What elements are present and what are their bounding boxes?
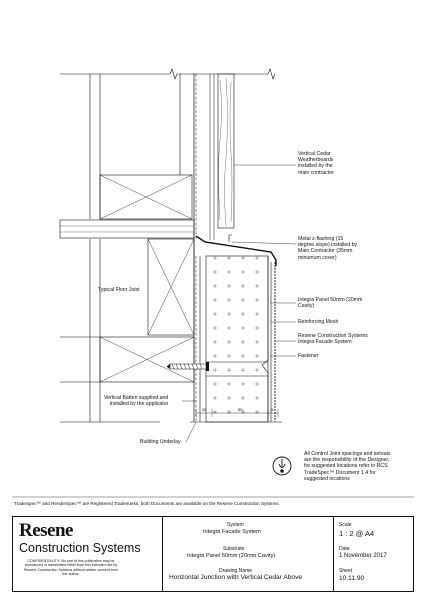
substrate-label: Substrate (223, 546, 245, 552)
floor-plate (59, 219, 195, 239)
dimension-line (195, 409, 279, 417)
divider (333, 517, 334, 591)
integra-panel (205, 255, 276, 423)
label-underlay: Building Underlay (140, 439, 181, 445)
upper-framing (89, 74, 193, 220)
trademark-notice: TradeSpec™ and RenderSpec™ are Registere… (14, 501, 279, 506)
label-batten: Vertical Batten supplied and installed b… (104, 395, 169, 408)
upper-cavity (209, 74, 215, 240)
z-flashing (195, 235, 277, 266)
divider (162, 517, 163, 591)
note-icon (272, 456, 292, 476)
label-flashing: Metal z-flashing (15 degree slope) insta… (298, 236, 358, 261)
label-panel: Integra Panel 50mm (20mm Cavity) (298, 297, 363, 310)
label-mesh: Reinforcing Mesh (298, 319, 339, 325)
label-system: Resene Construction Systems Integra Faca… (298, 333, 368, 346)
date-value: 1 November 2017 (339, 553, 387, 559)
scale-label: Scale (339, 522, 352, 528)
leader-lines (182, 164, 297, 443)
date-label: Date (339, 546, 350, 552)
lower-framing (60, 336, 195, 383)
drawing-name-label: Drawing Name (219, 568, 253, 574)
dim-5: 5 (271, 407, 274, 412)
logo: Resene (19, 520, 73, 541)
note-text: All Control Joint spacings and setouts a… (304, 451, 391, 482)
dim-20: 20 (202, 407, 207, 412)
building-underlay (193, 74, 201, 422)
break-line (60, 68, 276, 80)
sheet-value: 10.11.90 (339, 575, 365, 582)
substrate-value: Integra Panel 50mm (20mm Cavity) (187, 553, 276, 559)
label-floor-joist: Typical Floor Joist (98, 287, 140, 293)
drawing-name-value: Horizontal Junction with Vertical Cedar … (169, 574, 303, 581)
title-block: Resene Construction Systems CONFIDENTIAL… (12, 516, 414, 592)
fastener (166, 362, 209, 371)
flashing-clip (228, 234, 232, 242)
label-cedar: Vertical Cedar Weatherboards installed b… (298, 151, 334, 176)
floor-joist (89, 238, 195, 422)
sheet-label: Sheet (339, 568, 353, 574)
scale-value: 1 : 2 @ A4 (339, 529, 375, 538)
system-label: System (227, 522, 244, 528)
logo-subtitle: Construction Systems (19, 541, 141, 555)
confidentiality-notice: CONFIDENTIALITY: No part of this publica… (23, 559, 119, 577)
dim-50: 50 (238, 407, 243, 412)
system-value: Integra Facade System (203, 529, 261, 535)
cedar-weatherboard (217, 73, 235, 229)
label-fastener: Fastener (298, 353, 319, 359)
